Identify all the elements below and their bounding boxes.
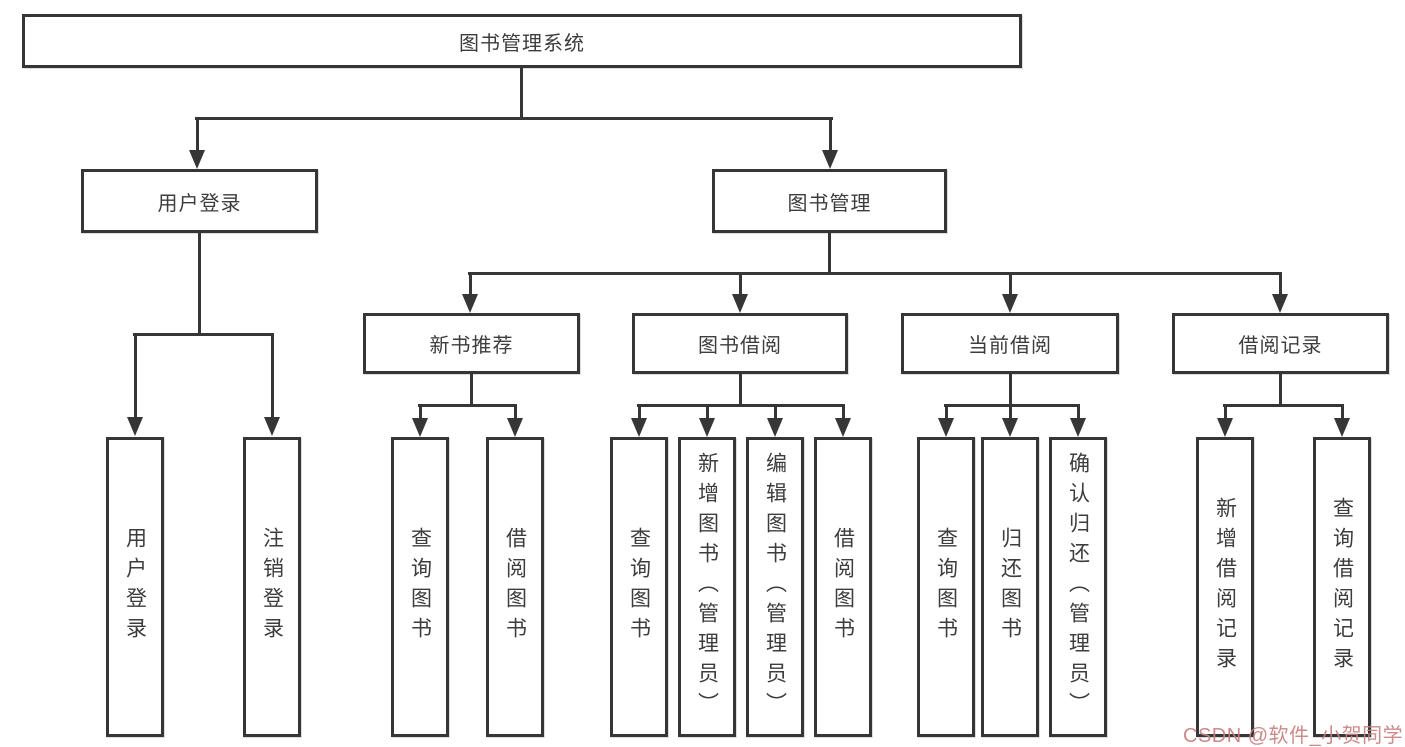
connector-g2-bar (418, 404, 517, 407)
connector-g4-leaf2-drop (1009, 404, 1012, 419)
leaf-query-books-current: 查询图书 (917, 437, 975, 737)
leaf-query-books-recommend: 查询图书 (391, 437, 449, 737)
leaf-add-book-admin-label: 新增图书（管理员） (695, 452, 719, 722)
arrowhead-g5-leaf2 (1334, 418, 1350, 437)
connector-g2-stem (470, 374, 473, 406)
arrowhead-new-book (462, 294, 478, 313)
connector-book-mgmt-stem (828, 232, 831, 274)
leaf-query-books-recommend-label: 查询图书 (408, 527, 432, 647)
arrowhead-current-borrow (1002, 294, 1018, 313)
node-user-login: 用户登录 (81, 169, 318, 233)
connector-leaf-login-drop (134, 333, 137, 418)
arrowhead-borrow-record (1272, 294, 1288, 313)
connector-user-login-stem (198, 232, 201, 335)
connector-user-login-drop (196, 117, 199, 151)
connector-g3-stem (739, 374, 742, 406)
connector-g3-leaf4-drop (842, 404, 845, 419)
node-current-borrow-label: 当前借阅 (968, 335, 1052, 357)
connector-book-borrow-drop (739, 272, 742, 296)
arrowhead-g4-leaf1 (938, 418, 954, 437)
leaf-borrow-books: 借阅图书 (814, 437, 872, 737)
connector-leaf-logout-drop (271, 333, 274, 418)
arrowhead-user-login (189, 150, 205, 169)
connector-g4-bar (944, 404, 1080, 407)
node-book-borrow-label: 图书借阅 (698, 335, 782, 357)
node-root-system-label: 图书管理系统 (459, 32, 585, 55)
node-root-system: 图书管理系统 (22, 14, 1022, 68)
leaf-query-books-current-label: 查询图书 (934, 527, 958, 647)
leaf-query-borrow-record: 查询借阅记录 (1313, 437, 1371, 737)
leaf-edit-book-admin: 编辑图书（管理员） (746, 437, 804, 737)
leaf-add-borrow-record-label: 新增借阅记录 (1213, 497, 1237, 677)
node-book-management: 图书管理 (712, 169, 947, 233)
arrowhead-leaf-logout (264, 417, 280, 436)
node-new-book-recommend-label: 新书推荐 (429, 335, 514, 357)
node-book-management-label: 图书管理 (787, 192, 872, 215)
node-new-book-recommend: 新书推荐 (363, 313, 580, 374)
leaf-query-books-borrow-label: 查询图书 (627, 527, 651, 647)
leaf-confirm-return-admin: 确认归还（管理员） (1049, 437, 1107, 737)
connector-book-mgmt-drop (829, 117, 832, 151)
arrowhead-g5-leaf1 (1217, 418, 1233, 437)
connector-g4-leaf1-drop (945, 404, 948, 419)
leaf-borrow-books-recommend-label: 借阅图书 (503, 527, 527, 647)
node-user-login-label: 用户登录 (157, 192, 242, 215)
connector-root-stem (520, 67, 523, 119)
leaf-query-borrow-record-label: 查询借阅记录 (1330, 497, 1354, 677)
arrowhead-leaf-login (127, 417, 143, 436)
connector-user-login-bar (133, 333, 274, 336)
connector-g4-leaf3-drop (1077, 404, 1080, 419)
node-borrow-records-label: 借阅记录 (1238, 335, 1323, 357)
node-book-borrow: 图书借阅 (632, 313, 848, 374)
connector-new-book-drop (469, 272, 472, 296)
arrowhead-g2-leaf1 (412, 418, 428, 437)
connector-current-borrow-drop (1009, 272, 1012, 296)
leaf-return-books-label: 归还图书 (998, 527, 1022, 647)
connector-g3-leaf3-drop (774, 404, 777, 419)
arrowhead-g3-leaf1 (631, 418, 647, 437)
arrowhead-g4-leaf2 (1002, 418, 1018, 437)
leaf-logout: 注销登录 (243, 437, 301, 737)
leaf-confirm-return-admin-label: 确认归还（管理员） (1066, 452, 1090, 722)
connector-g5-bar (1223, 404, 1344, 407)
connector-g5-leaf1-drop (1224, 404, 1227, 419)
leaf-return-books: 归还图书 (981, 437, 1039, 737)
connector-g3-leaf1-drop (638, 404, 641, 419)
connector-g5-leaf2-drop (1341, 404, 1344, 419)
connector-root-bar (195, 117, 833, 120)
watermark: CSDN @软件_小贺同学 (1183, 725, 1404, 747)
connector-g2-leaf1-drop (419, 404, 422, 419)
connector-g4-stem (1009, 374, 1012, 406)
arrowhead-g3-leaf4 (835, 418, 851, 437)
connector-g3-bar (637, 404, 845, 407)
leaf-add-book-admin: 新增图书（管理员） (678, 437, 736, 737)
leaf-query-books-borrow: 查询图书 (610, 437, 668, 737)
node-borrow-records: 借阅记录 (1172, 313, 1389, 374)
leaf-borrow-books-recommend: 借阅图书 (486, 437, 544, 737)
leaf-borrow-books-label: 借阅图书 (831, 527, 855, 647)
arrowhead-book-borrow (732, 294, 748, 313)
arrowhead-book-mgmt (822, 150, 838, 169)
connector-book-mgmt-bar (468, 272, 1282, 275)
connector-g2-leaf2-drop (514, 404, 517, 419)
arrowhead-g3-leaf2 (699, 418, 715, 437)
node-current-borrow: 当前借阅 (901, 313, 1119, 374)
connector-g5-stem (1279, 374, 1282, 406)
connector-borrow-record-drop (1279, 272, 1282, 296)
arrowhead-g3-leaf3 (767, 418, 783, 437)
leaf-edit-book-admin-label: 编辑图书（管理员） (763, 452, 787, 722)
leaf-add-borrow-record: 新增借阅记录 (1196, 437, 1254, 737)
leaf-logout-label: 注销登录 (260, 527, 284, 647)
arrowhead-g4-leaf3 (1070, 418, 1086, 437)
leaf-user-login: 用户登录 (106, 437, 164, 737)
leaf-user-login-label: 用户登录 (123, 527, 147, 647)
arrowhead-g2-leaf2 (507, 418, 523, 437)
connector-g3-leaf2-drop (706, 404, 709, 419)
